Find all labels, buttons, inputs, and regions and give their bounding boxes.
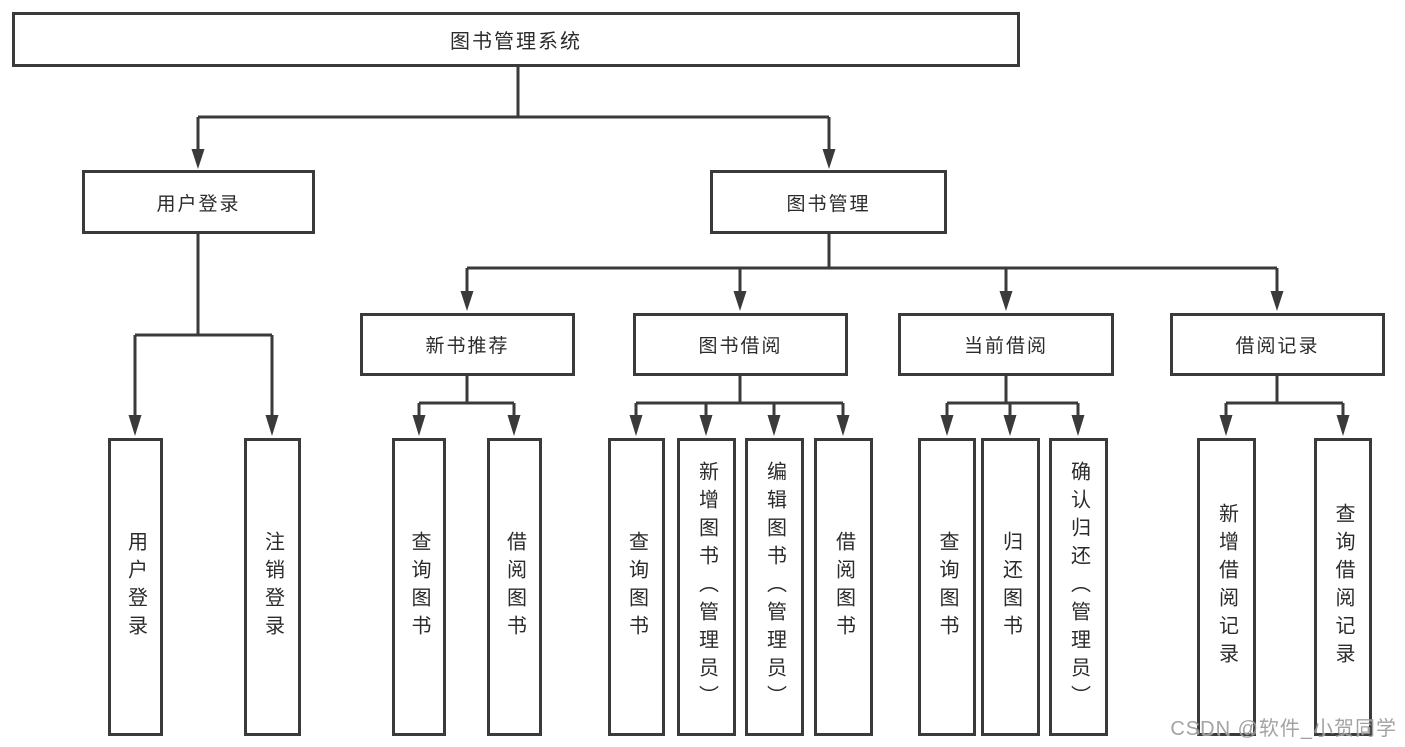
leaf-borrow-books-recommend: 借阅图书 [487,438,542,736]
connector-new-book-recommend-children [417,376,516,416]
leaf-edit-book-admin: 编辑图书（管理员） [745,438,804,736]
connector-book-borrowing-children [634,376,845,416]
node-book-borrowing: 图书借阅 [633,313,848,376]
node-root-system: 图书管理系统 [12,12,1020,67]
leaf-query-books-borrowing: 查询图书 [608,438,665,736]
leaf-borrow-books: 借阅图书 [814,438,873,736]
connector-borrowing-records-children [1224,376,1345,416]
leaf-add-borrow-record: 新增借阅记录 [1197,438,1256,736]
node-book-management: 图书管理 [710,170,947,234]
node-current-borrowing: 当前借阅 [898,313,1114,376]
leaf-confirm-return-admin: 确认归还（管理员） [1049,438,1108,736]
node-borrowing-records: 借阅记录 [1170,313,1385,376]
node-new-book-recommend: 新书推荐 [360,313,575,376]
leaf-return-books: 归还图书 [981,438,1040,736]
leaf-query-books-recommend: 查询图书 [392,438,446,736]
node-user-login: 用户登录 [82,170,315,234]
connector-root-to-level2 [196,67,831,151]
connector-current-borrowing-children [945,376,1080,416]
leaf-user-login: 用户登录 [108,438,163,736]
connector-book-management-children [465,234,1279,293]
leaf-query-borrow-record: 查询借阅记录 [1314,438,1372,736]
arrowheads [128,149,1350,436]
leaf-logout: 注销登录 [244,438,301,736]
csdn-watermark: CSDN @软件_小贺同学 [1170,718,1397,740]
leaf-query-books-current: 查询图书 [918,438,976,736]
connector-user-login-children [133,234,274,416]
leaf-add-book-admin: 新增图书（管理员） [677,438,736,736]
